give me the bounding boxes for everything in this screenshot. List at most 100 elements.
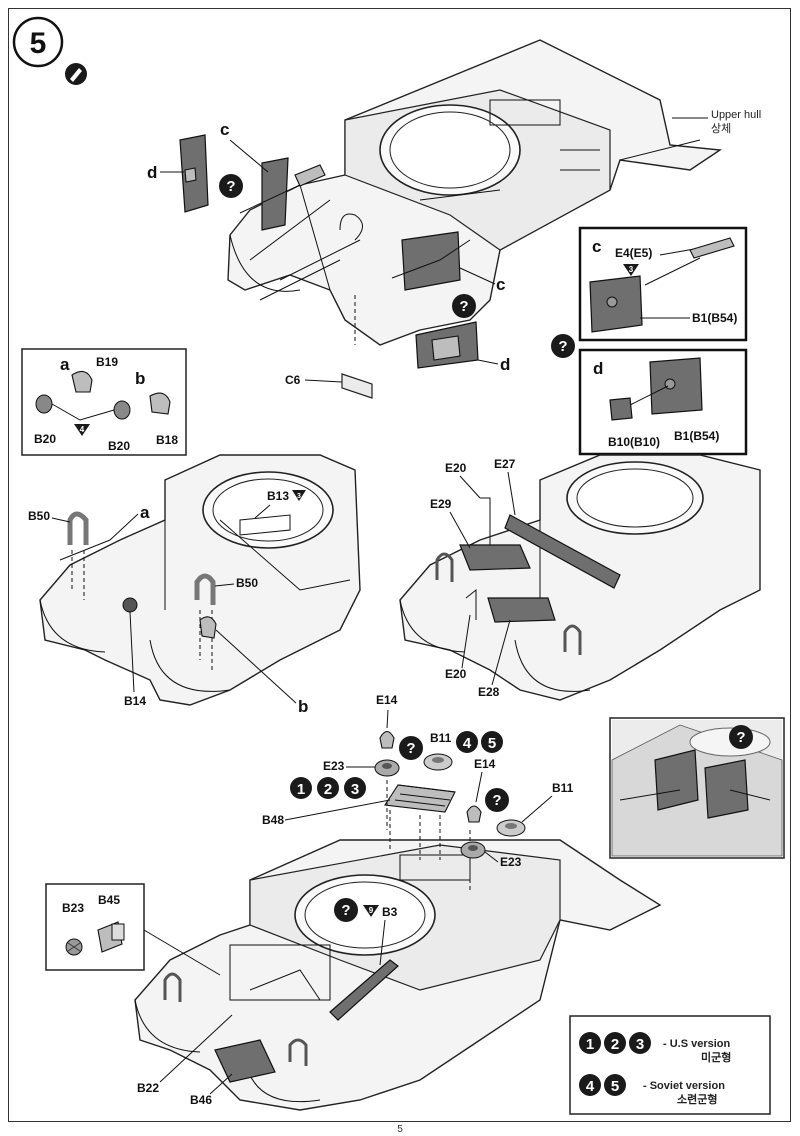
svg-text:2: 2 bbox=[324, 781, 332, 798]
part-b48 bbox=[384, 784, 456, 813]
warning-marker-5: ? bbox=[485, 788, 509, 812]
label-b20-left: B20 bbox=[34, 432, 56, 446]
label-b13: B13 bbox=[267, 489, 289, 503]
inset-box-b23-b45: B23 B45 bbox=[45, 883, 221, 976]
label-a: a bbox=[140, 503, 150, 522]
label-e23-left: E23 bbox=[323, 759, 345, 773]
plate-d-lower bbox=[415, 321, 479, 369]
label-e20-top: E20 bbox=[445, 461, 467, 475]
glue-icon bbox=[65, 63, 87, 85]
step-badge: 5 bbox=[12, 16, 64, 68]
svg-text:?: ? bbox=[341, 902, 350, 919]
version-1-2-3-top: 1 2 3 bbox=[290, 777, 366, 799]
label-e27: E27 bbox=[494, 457, 516, 471]
inset-d-letter: d bbox=[593, 359, 603, 378]
legend-soviet-kr: 소련군형 bbox=[677, 1092, 717, 1106]
plate-d-left bbox=[179, 134, 209, 213]
svg-text:4: 4 bbox=[586, 1078, 595, 1095]
legend-us-kr: 미군형 bbox=[701, 1050, 731, 1064]
label-b50-right: B50 bbox=[236, 576, 258, 590]
plate-c-right bbox=[391, 231, 471, 291]
svg-text:?: ? bbox=[558, 338, 567, 355]
svg-text:4: 4 bbox=[80, 425, 85, 434]
label-e20-bottom: E20 bbox=[445, 667, 467, 681]
label-b20-right: B20 bbox=[108, 439, 130, 453]
warning-marker-6: ? bbox=[334, 898, 358, 922]
svg-text:?: ? bbox=[406, 740, 415, 757]
label-e14-left: E14 bbox=[376, 693, 398, 707]
page-frame bbox=[8, 8, 791, 1122]
svg-text:5: 5 bbox=[611, 1078, 619, 1095]
legend-us-text: - U.S version bbox=[663, 1038, 731, 1050]
label-b23: B23 bbox=[62, 901, 84, 915]
label-c-left: c bbox=[220, 120, 229, 139]
inset-b-letter: b bbox=[135, 369, 145, 388]
label-b1b54-c: B1(B54) bbox=[692, 311, 737, 325]
label-b3: B3 bbox=[382, 905, 398, 919]
svg-text:9: 9 bbox=[369, 906, 374, 915]
label-e4e5: E4(E5) bbox=[615, 246, 652, 260]
page-number: 5 bbox=[397, 1124, 403, 1135]
svg-text:?: ? bbox=[459, 298, 468, 315]
svg-text:3: 3 bbox=[629, 265, 634, 274]
svg-text:3: 3 bbox=[351, 781, 359, 798]
label-upper-hull: Upper hull bbox=[711, 109, 761, 121]
label-b45: B45 bbox=[98, 893, 120, 907]
part-e28 bbox=[487, 597, 556, 623]
step-number: 5 bbox=[30, 27, 47, 60]
svg-text:1: 1 bbox=[586, 1036, 594, 1053]
svg-text:3: 3 bbox=[297, 493, 301, 500]
photo-inset: ? bbox=[609, 717, 785, 859]
svg-text:?: ? bbox=[226, 178, 235, 195]
label-b50-left: B50 bbox=[28, 509, 50, 523]
part-c6 bbox=[341, 373, 373, 399]
label-b18: B18 bbox=[156, 433, 178, 447]
label-b10b10: B10(B10) bbox=[608, 435, 660, 449]
version-4-5-top: 4 5 bbox=[456, 731, 503, 753]
svg-text:3: 3 bbox=[636, 1036, 644, 1053]
plate-c-left bbox=[261, 157, 289, 231]
label-d-left: d bbox=[147, 163, 157, 182]
label-e29: E29 bbox=[430, 497, 452, 511]
part-e14-left bbox=[379, 730, 395, 749]
label-b11-left: B11 bbox=[430, 731, 452, 745]
label-c-right: c bbox=[496, 275, 505, 294]
warning-marker-3: ? bbox=[551, 334, 575, 358]
label-b: b bbox=[298, 697, 308, 716]
gun-left bbox=[239, 164, 326, 214]
part-b3 bbox=[329, 959, 399, 1021]
label-e28: E28 bbox=[478, 685, 500, 699]
label-b22: B22 bbox=[137, 1081, 159, 1095]
label-e14-right: E14 bbox=[474, 757, 496, 771]
inset-box-ab: a b B19 4 B20 B20 B18 bbox=[21, 348, 187, 456]
b50-left bbox=[67, 511, 89, 600]
inset-box-c: c E4(E5) 3 B1(B54) bbox=[578, 226, 748, 342]
svg-text:2: 2 bbox=[611, 1036, 619, 1053]
part-b11-left bbox=[423, 753, 453, 771]
warning-marker-4: ? bbox=[399, 736, 423, 760]
version-legend: 1 2 3 - U.S version 미군형 4 5 - Soviet ver… bbox=[569, 1015, 771, 1115]
label-d-lower: d bbox=[500, 355, 510, 374]
label-b19: B19 bbox=[96, 355, 118, 369]
svg-text:4: 4 bbox=[463, 735, 472, 752]
svg-text:5: 5 bbox=[488, 735, 496, 752]
legend-soviet-text: - Soviet version bbox=[643, 1080, 725, 1092]
part-e14-right bbox=[466, 805, 482, 823]
part-b46 bbox=[214, 1039, 276, 1083]
label-b48: B48 bbox=[262, 813, 284, 827]
svg-text:?: ? bbox=[492, 792, 501, 809]
part-e27 bbox=[504, 514, 621, 589]
label-c6: C6 bbox=[285, 373, 301, 387]
svg-text:1: 1 bbox=[297, 781, 305, 798]
warning-marker-1: ? bbox=[219, 174, 243, 198]
warning-marker-2: ? bbox=[452, 294, 476, 318]
label-b1b54-d: B1(B54) bbox=[674, 429, 719, 443]
hull-middle-right bbox=[399, 454, 761, 701]
part-e23-right bbox=[460, 841, 486, 859]
label-upper-hull-kr: 상체 bbox=[711, 122, 731, 135]
part-e23-left bbox=[374, 759, 400, 777]
label-b14: B14 bbox=[124, 694, 146, 708]
label-b11-right: B11 bbox=[552, 781, 574, 795]
inset-a-letter: a bbox=[60, 355, 70, 374]
